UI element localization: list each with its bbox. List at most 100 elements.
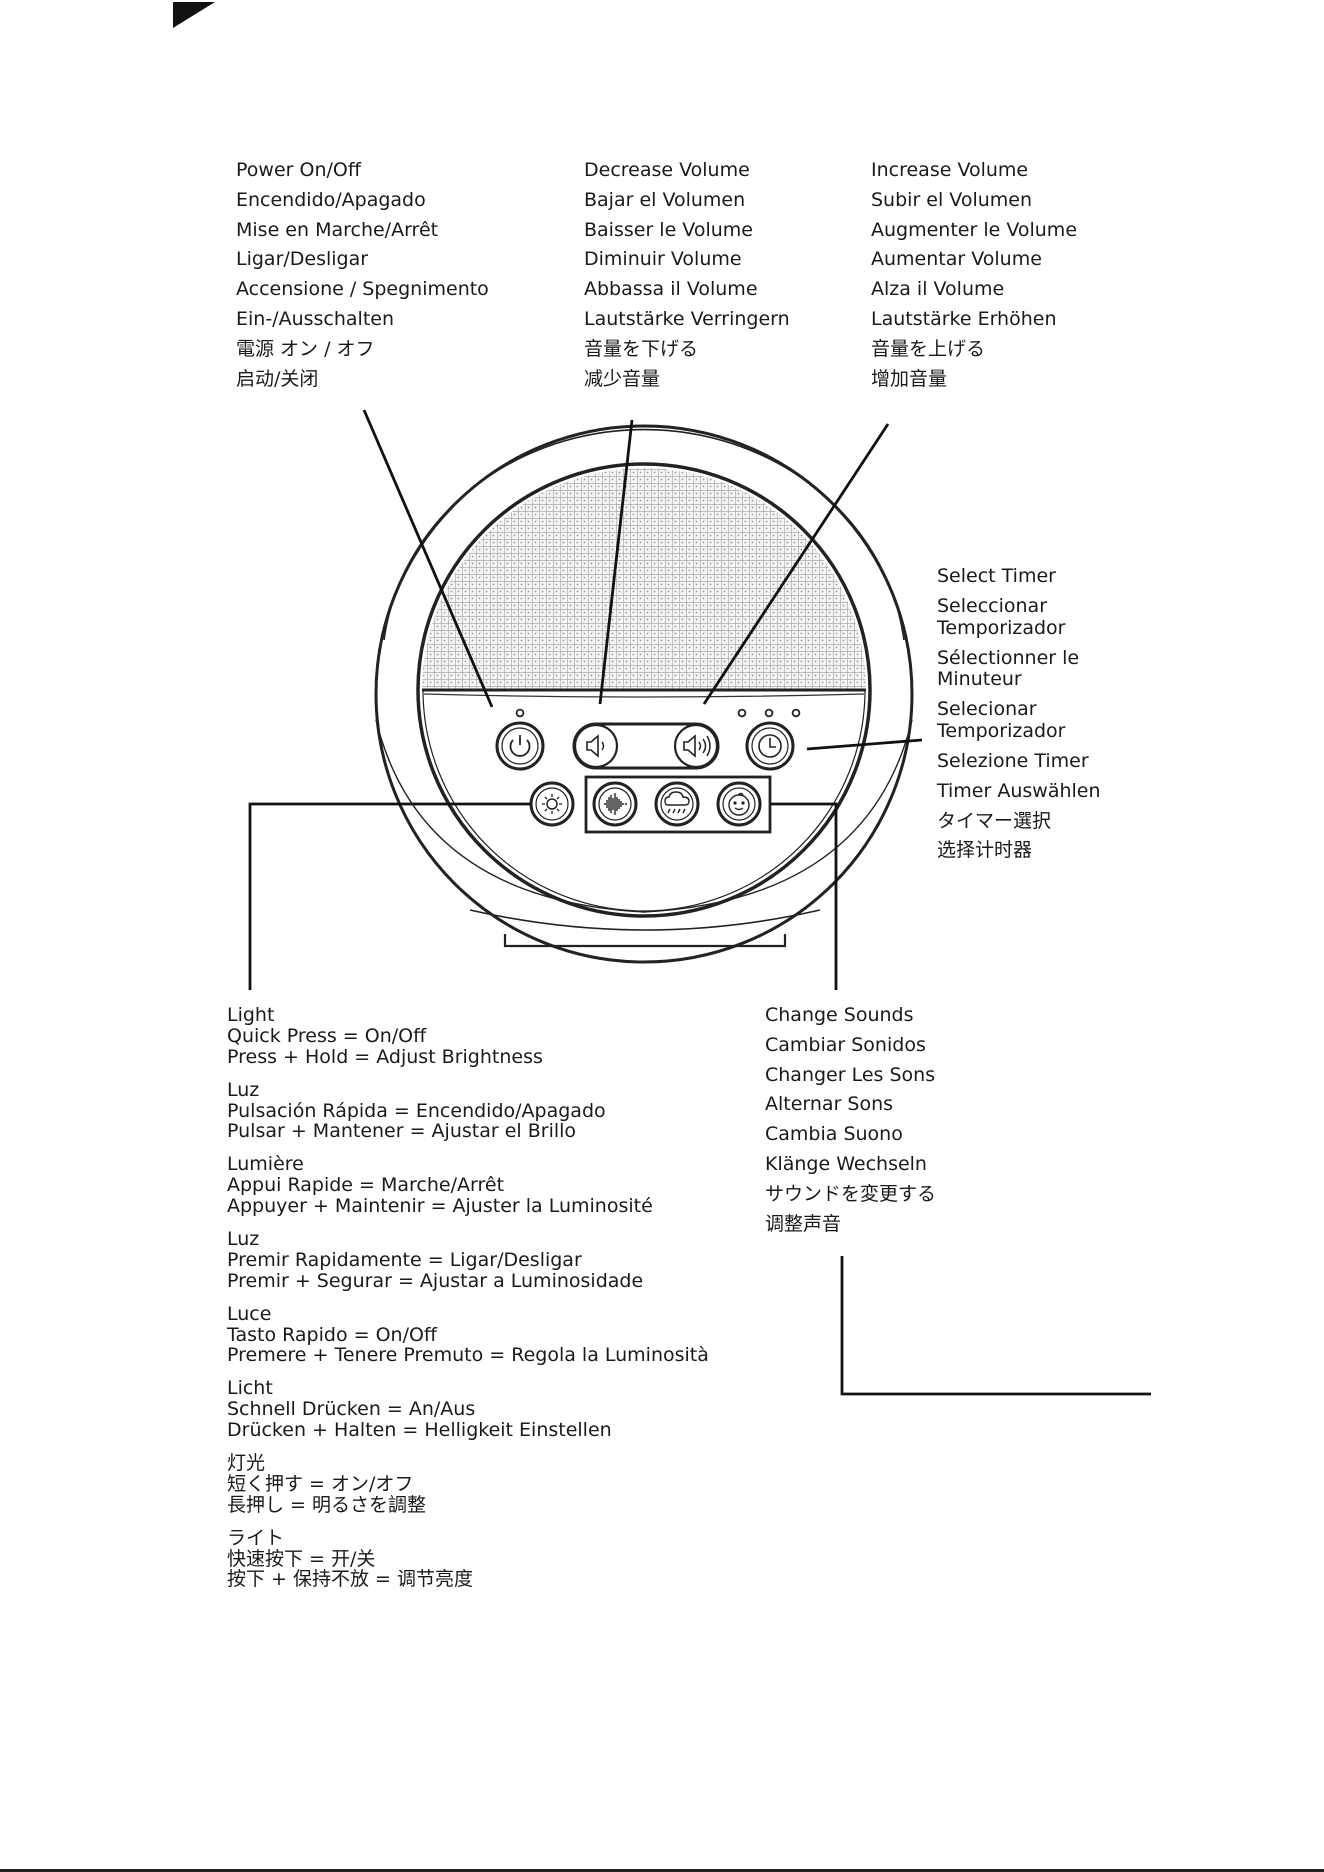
light-group-de: Licht Schnell Drücken = An/Aus Drücken +…: [227, 1378, 709, 1441]
volume-down-label-de: Lautstärke Verringern: [584, 307, 790, 330]
light-press-hold: 長押し = 明るさを調整: [227, 1493, 426, 1516]
timer-leader-line: [806, 738, 923, 751]
callout-lines: [248, 409, 1151, 1396]
clock-icon: [758, 734, 782, 758]
light-quick-press: Premir Rapidamente = Ligar/Desligar: [227, 1248, 582, 1271]
volume-down-label-fr: Baisser le Volume: [584, 218, 753, 241]
light-press-hold: Drücken + Halten = Helligkeit Einstellen: [227, 1419, 612, 1442]
volume-up-leader-line: [702, 423, 890, 705]
power-label-en: Power On/Off: [236, 159, 361, 181]
light-title: 灯光: [227, 1452, 266, 1475]
sounds-label-it: Cambia Suono: [765, 1123, 903, 1146]
timer-button[interactable]: [745, 721, 795, 771]
sounds-label-fr: Changer Les Sons: [765, 1063, 936, 1086]
power-label-fr: Mise en Marche/Arrêt: [236, 218, 439, 241]
baby-sound-button[interactable]: [716, 781, 762, 827]
speaker-down-icon: [586, 734, 605, 758]
sun-icon: [542, 794, 562, 814]
volume-down-label-es: Bajar el Volumen: [584, 188, 746, 211]
timer-label-zh: 选择计时器: [937, 839, 1033, 862]
light-quick-press: Quick Press = On/Off: [227, 1024, 427, 1047]
speaker-grill: [422, 468, 866, 690]
light-group-en: Light Quick Press = On/Off Press + Hold …: [227, 1005, 709, 1068]
sounds-label-es: Cambiar Sonidos: [765, 1033, 926, 1056]
volume-up-label-fr: Augmenter le Volume: [871, 218, 1078, 241]
sounds-leader-line: [770, 802, 838, 990]
corner-mark: [173, 2, 215, 28]
light-press-hold: 按下 + 保持不放 = 调节亮度: [227, 1568, 473, 1591]
light-title: Luz: [227, 1228, 260, 1251]
volume-up-label-ja: 音量を上げる: [871, 337, 986, 360]
power-label-zh: 启动/关闭: [236, 367, 319, 390]
volume-up-label-en: Increase Volume: [871, 159, 1029, 181]
light-title: Luz: [227, 1078, 260, 1101]
bottom-rule: [0, 1869, 1324, 1872]
volume-down-label-it: Abbassa il Volume: [584, 278, 758, 301]
sound-wave-icon: [604, 793, 627, 815]
timer-label-pt-2: Temporizador: [937, 720, 1066, 743]
light-group-zh: ライト 快速按下 = 开/关 按下 + 保持不放 = 调节亮度: [227, 1526, 709, 1591]
timer-label-ja: タイマー選択: [937, 809, 1052, 832]
power-button[interactable]: [495, 721, 545, 771]
power-leader-line: [362, 409, 494, 708]
volume-down-labels: Decrease Volume Bajar el Volumen Baisser…: [584, 156, 790, 394]
volume-down-label-pt: Diminuir Volume: [584, 248, 742, 271]
volume-up-button[interactable]: [673, 723, 719, 769]
power-icon: [509, 735, 531, 757]
light-press-hold: Appuyer + Maintenir = Ajuster la Luminos…: [227, 1195, 653, 1218]
light-group-ja: 灯光 短く押す = オン/オフ 長押し = 明るさを調整: [227, 1453, 709, 1516]
timer-indicator-dot: [764, 708, 774, 718]
light-group-it: Luce Tasto Rapido = On/Off Premere + Ten…: [227, 1302, 709, 1367]
speaker-up-icon: [683, 734, 711, 758]
volume-up-label-es: Subir el Volumen: [871, 188, 1033, 211]
light-quick-press: Schnell Drücken = An/Aus: [227, 1398, 476, 1421]
sounds-labels: Change Sounds Cambiar Sonidos Changer Le…: [765, 1001, 936, 1239]
rain-sound-button[interactable]: [654, 781, 700, 827]
timer-indicator-dot: [791, 708, 801, 718]
light-group-pt: Luz Premir Rapidamente = Ligar/Desligar …: [227, 1229, 709, 1292]
volume-down-leader-line: [598, 419, 634, 705]
sounds-label-ja: サウンドを変更する: [765, 1182, 937, 1205]
sounds-label-en: Change Sounds: [765, 1004, 914, 1026]
device-base: [503, 934, 787, 948]
timer-label-fr-1: Sélectionner le: [937, 646, 1080, 669]
volume-down-label-ja: 音量を下げる: [584, 337, 699, 360]
light-button[interactable]: [529, 781, 575, 827]
light-quick-press: Appui Rapide = Marche/Arrêt: [227, 1174, 505, 1197]
rain-cloud-icon: [664, 791, 690, 814]
sounds-extension-line: [840, 1256, 1151, 1396]
light-press-hold: Pulsar + Mantener = Ajustar el Brillo: [227, 1120, 577, 1143]
light-leader-line: [248, 802, 531, 990]
power-label-es: Encendido/Apagado: [236, 188, 426, 211]
timer-label-it: Selezione Timer: [937, 749, 1089, 772]
volume-up-labels: Increase Volume Subir el Volumen Augment…: [871, 156, 1077, 394]
volume-down-label-zh: 减少音量: [584, 367, 661, 390]
sounds-label-zh: 调整声音: [765, 1212, 842, 1235]
device-outer-shell: [374, 424, 914, 964]
light-press-hold: Premir + Segurar = Ajustar a Luminosidad…: [227, 1269, 644, 1292]
timer-label-fr-2: Minuteur: [937, 668, 1022, 691]
baby-face-icon: [728, 792, 750, 816]
timer-labels: Select Timer Seleccionar Temporizador Sé…: [937, 565, 1101, 862]
volume-up-label-pt: Aumentar Volume: [871, 248, 1042, 271]
light-title: ライト: [227, 1526, 285, 1549]
volume-down-label-en: Decrease Volume: [584, 159, 750, 181]
white-noise-button[interactable]: [592, 781, 638, 827]
power-indicator-dot: [515, 708, 525, 718]
light-press-hold: Press + Hold = Adjust Brightness: [227, 1045, 543, 1068]
power-label-ja: 電源 オン / オフ: [236, 337, 375, 360]
volume-up-label-it: Alza il Volume: [871, 278, 1005, 301]
light-title: Light: [227, 1004, 275, 1026]
timer-label-pt-1: Selecionar: [937, 698, 1037, 721]
light-quick-press: 短く押す = オン/オフ: [227, 1472, 414, 1495]
sounds-label-pt: Alternar Sons: [765, 1093, 894, 1116]
light-press-hold: Premere + Tenere Premuto = Regola la Lum…: [227, 1344, 709, 1367]
power-label-it: Accensione / Spegnimento: [236, 278, 489, 301]
light-title: Licht: [227, 1377, 273, 1400]
light-quick-press: Pulsación Rápida = Encendido/Apagado: [227, 1099, 606, 1122]
volume-up-label-de: Lautstärke Erhöhen: [871, 307, 1057, 330]
volume-down-button[interactable]: [573, 723, 619, 769]
timer-indicator-dot: [737, 708, 747, 718]
power-label-de: Ein-/Ausschalten: [236, 307, 395, 330]
light-title: Luce: [227, 1302, 272, 1325]
